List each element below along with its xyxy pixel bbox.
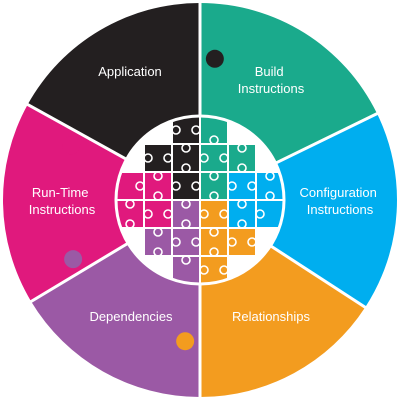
puzzle-piece: [144, 172, 172, 200]
segment-relationships: [200, 245, 366, 397]
puzzle-knob-outline: [181, 219, 191, 229]
puzzle-knob-outline: [171, 125, 181, 135]
puzzle-knob-outline: [181, 143, 191, 153]
puzzle-piece: [200, 228, 228, 256]
puzzle-knob-outline: [143, 153, 153, 163]
puzzle-knob-outline: [199, 153, 209, 163]
puzzle-piece: [144, 228, 172, 256]
puzzle-knob-outline: [153, 191, 163, 201]
puzzle-knob: [64, 250, 83, 269]
puzzle-knob: [176, 332, 195, 351]
puzzle-piece: [144, 144, 172, 172]
puzzle-knob-outline: [227, 125, 237, 135]
puzzle-knob-outline: [191, 125, 201, 135]
label-configuration-instructions: Configuration Instructions: [300, 185, 381, 217]
label-application: Application: [98, 64, 162, 79]
puzzle-knob-outline: [219, 265, 229, 275]
puzzle-knob-outline: [153, 171, 163, 181]
separator-line: [28, 241, 129, 304]
puzzle-knob-outline: [163, 209, 173, 219]
puzzle-piece: [200, 200, 228, 228]
puzzle-knob-outline: [237, 143, 247, 153]
puzzle-knob-outline: [209, 247, 219, 257]
puzzle-knob-outline: [265, 171, 275, 181]
separator-line: [25, 102, 128, 161]
puzzle-knob-outline: [255, 209, 265, 219]
puzzle-knob-outline: [265, 191, 275, 201]
puzzle-knob-outline: [125, 199, 135, 209]
segment-build-instructions: [200, 3, 378, 164]
puzzle-knob-outline: [153, 247, 163, 257]
puzzle-piece: [228, 228, 256, 256]
puzzle-knob-outline: [181, 199, 191, 209]
puzzle-knob-outline: [237, 255, 247, 265]
puzzle-knob-outline: [135, 181, 145, 191]
puzzle-knob-outline: [247, 237, 257, 247]
label-runtime-instructions: Run-Time Instructions: [29, 185, 96, 217]
separator-line: [274, 111, 380, 165]
puzzle-knob-outline: [237, 199, 247, 209]
puzzle-piece: [144, 200, 172, 228]
puzzle-knob-outline: [219, 153, 229, 163]
puzzle-knob-outline: [227, 181, 237, 191]
label-relationships: Relationships: [232, 309, 311, 324]
puzzle-knob: [309, 116, 328, 135]
segment-dependencies: [31, 243, 200, 397]
puzzle-piece: [172, 228, 200, 256]
puzzle-knob-outline: [191, 237, 201, 247]
puzzle-piece: [172, 200, 200, 228]
segment-configuration-instructions: [270, 113, 397, 308]
puzzle-knob-outline: [219, 209, 229, 219]
puzzle-knob-outline: [255, 153, 265, 163]
puzzle-knob-outline: [191, 181, 201, 191]
puzzle-knob-outline: [153, 135, 163, 145]
puzzle-knob-outline: [125, 219, 135, 229]
puzzle-knob-outline: [265, 227, 275, 237]
puzzle-piece: [228, 200, 256, 228]
puzzle-knob-outline: [153, 227, 163, 237]
puzzle-knob-outline: [209, 191, 219, 201]
puzzle-knob-outline: [227, 237, 237, 247]
puzzle-knob-outline: [199, 265, 209, 275]
puzzle-knob: [205, 49, 224, 68]
puzzle-knob-outline: [135, 237, 145, 247]
label-build-instructions: Build Instructions: [238, 64, 305, 96]
puzzle-knob-outline: [125, 163, 135, 173]
puzzle-knob-outline: [163, 153, 173, 163]
puzzle-knob-outline: [199, 209, 209, 219]
center-circle-outline: [114, 114, 286, 286]
puzzle-knob-outline: [237, 219, 247, 229]
puzzle-piece: [200, 144, 228, 172]
puzzle-knob-outline: [163, 265, 173, 275]
puzzle-piece: [172, 172, 200, 200]
puzzle-knob-outline: [237, 163, 247, 173]
puzzle-knob: [315, 254, 334, 273]
puzzle-knob-outline: [171, 181, 181, 191]
puzzle-piece: [200, 172, 228, 200]
puzzle-knob-outline: [209, 171, 219, 181]
puzzle-knob-outline: [247, 181, 257, 191]
label-dependencies: Dependencies: [89, 309, 173, 324]
puzzle-knob-outline: [181, 255, 191, 265]
puzzle-knob-outline: [209, 227, 219, 237]
segment-application: [27, 3, 200, 160]
separator-line: [269, 244, 368, 310]
puzzle-knobs: [62, 49, 334, 351]
puzzle-knob: [62, 136, 81, 155]
puzzle-knob-outline: [171, 237, 181, 247]
segment-runtime-instructions: [3, 104, 128, 302]
puzzle-piece: [228, 172, 256, 200]
puzzle-piece: [172, 144, 200, 172]
puzzle-piece: [228, 144, 256, 172]
puzzle-knob-outline: [143, 209, 153, 219]
puzzle-knob-outline: [181, 163, 191, 173]
segment-separators: [25, 1, 380, 399]
puzzle-knob-outline: [209, 135, 219, 145]
